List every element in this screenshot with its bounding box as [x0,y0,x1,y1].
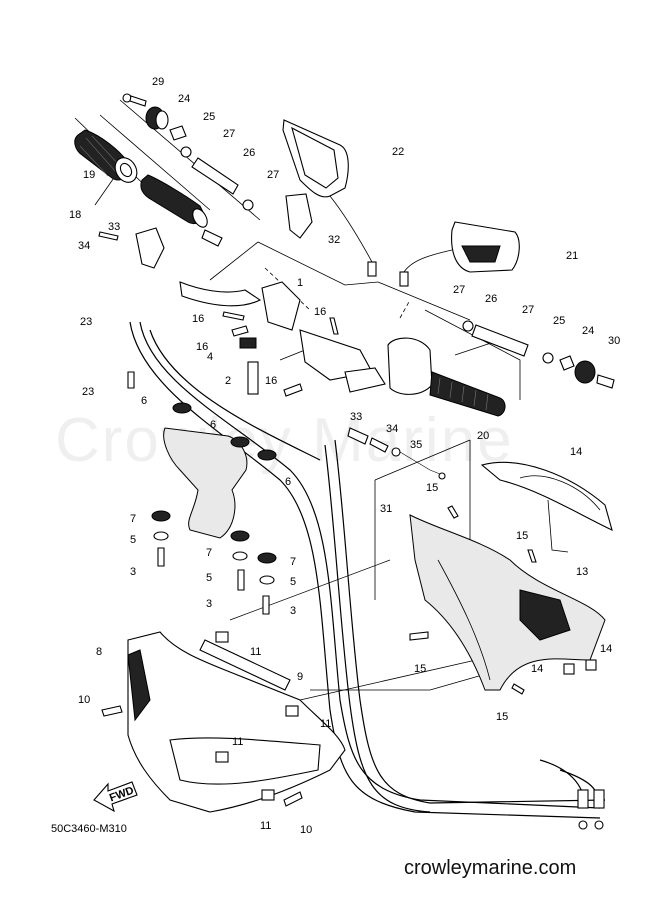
callout-25: 25 [203,111,215,123]
callout-11a: 11 [250,646,261,658]
callout-2: 2 [225,375,231,387]
meter-bracket [127,371,277,615]
callout-7c: 7 [290,556,296,568]
fwd-label: FWD [108,785,136,805]
callout-10a: 10 [78,694,90,706]
callout-20: 21 [566,250,578,262]
callout-15a: 15 [426,482,438,494]
callout-24: 24 [178,93,190,105]
callout-21: 22 [392,146,404,158]
callout-28b: 30 [608,335,620,347]
callout-27c: 27 [453,284,465,296]
callout-7b: 7 [206,547,212,559]
callout-6a: 6 [141,395,147,407]
callout-27b: 27 [267,169,279,181]
callout-5a: 5 [130,534,136,546]
left-grip [74,129,223,247]
left-mirror [282,119,377,277]
meter-cover [480,461,613,553]
clamp-parts [135,193,313,269]
callout-16c: 16 [196,341,208,353]
callout-29: 31 [380,503,392,515]
callout-23: 23 [82,386,94,398]
callout-19: 20 [477,430,489,442]
callout-15b: 15 [516,530,528,542]
callout-27: 27 [223,128,235,140]
screws [98,231,537,807]
callout-14b: 14 [531,663,543,675]
left-bar-end-parts [122,93,254,211]
callout-11c: 11 [232,736,243,748]
callout-16b: 16 [314,306,326,318]
callout-4: 4 [207,351,213,363]
watermark-text: Crowley Marine [55,406,514,475]
callout-6b: 6 [210,419,216,431]
right-mirror [399,221,520,287]
callout-30: 32 [328,234,340,246]
fwd-arrow-icon: FWD [93,781,138,813]
callout-15c: 15 [414,663,426,675]
drawing-code: 50C3460-M310 [51,823,127,835]
callout-26: 26 [243,147,255,159]
right-bar-end-parts [462,320,615,389]
callout-1: 1 [297,277,303,289]
callout-labels: 29 24 25 27 26 27 19 18 33 34 22 32 21 1… [69,76,620,836]
callout-28: 29 [152,76,164,88]
callout-27d: 27 [522,304,534,316]
callout-10b: 10 [300,824,312,836]
callout-32: 34 [78,240,90,252]
callout-12: 13 [576,566,588,578]
callout-3a: 3 [130,566,136,578]
cable-adjusters [347,427,446,480]
callout-5c: 5 [290,576,296,588]
callout-18: 19 [83,169,95,181]
callout-6c: 6 [285,476,291,488]
callout-5b: 5 [206,572,212,584]
site-label: crowleymarine.com [404,857,577,879]
callout-26b: 26 [485,293,497,305]
callout-8: 8 [96,646,102,658]
callout-3b: 3 [206,598,212,610]
callout-3c: 3 [290,605,296,617]
callout-11b: 11 [320,718,331,730]
callout-22: 23 [80,316,92,328]
clips [215,631,597,801]
callout-7a: 7 [130,513,136,525]
callout-17: 18 [69,209,81,221]
callout-13: 14 [570,446,582,458]
callout-34: 34 [386,423,398,435]
callout-33: 33 [350,411,362,423]
front-cowl [127,631,346,813]
callout-16d: 16 [265,375,277,387]
right-grip [344,337,506,417]
callout-15d: 15 [496,711,508,723]
handlebar-center [179,281,373,395]
callout-24b: 24 [582,325,594,337]
callout-11d: 11 [260,820,271,832]
callout-16a: 16 [192,313,204,325]
callout-25b: 25 [553,315,565,327]
callout-14a: 14 [600,643,612,655]
callout-31: 33 [108,221,120,233]
callout-9: 9 [297,671,303,683]
callout-35: 35 [410,439,422,451]
cable-ends [577,789,605,830]
inner-panel [409,514,606,691]
